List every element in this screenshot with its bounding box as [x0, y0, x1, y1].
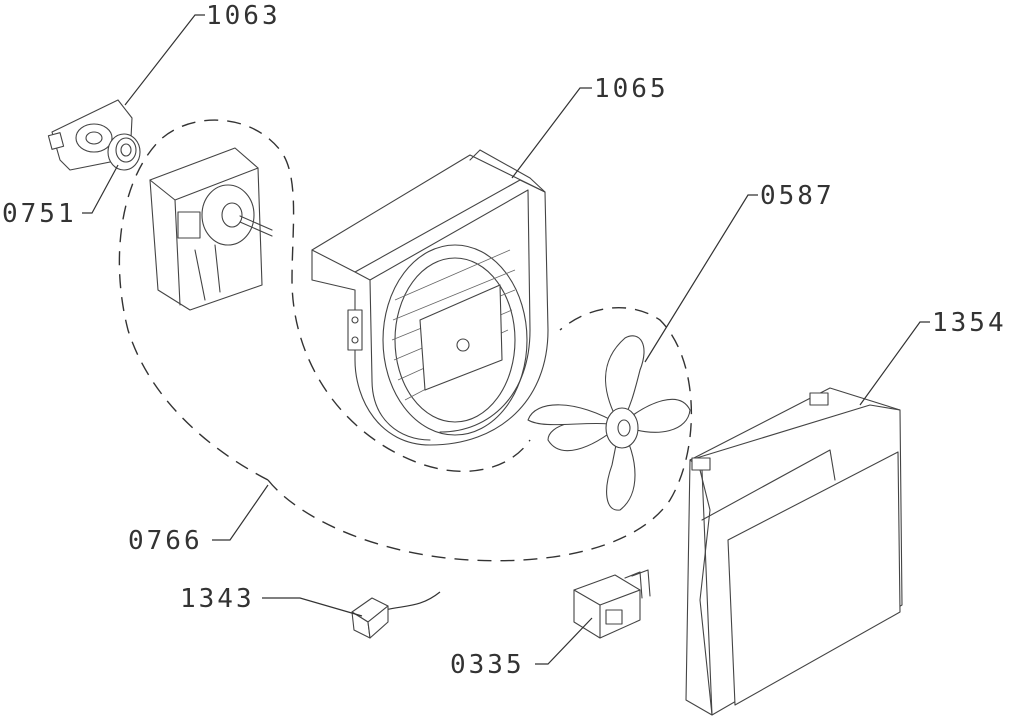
callout-0335: 0335	[450, 650, 525, 680]
connector-part	[351, 597, 389, 639]
switch-part	[573, 569, 651, 639]
leader-0751	[82, 164, 119, 214]
fan-blade-part	[527, 335, 691, 511]
callout-1065: 1065	[594, 74, 669, 104]
callout-0766: 0766	[128, 526, 203, 556]
callout-0751: 0751	[2, 199, 77, 229]
leader-1343	[262, 597, 363, 617]
callout-1354: 1354	[932, 308, 1007, 338]
callout-1343: 1343	[180, 584, 255, 614]
leader-0766	[212, 484, 269, 541]
grommet-part	[107, 133, 141, 171]
cover-panel-part	[685, 387, 903, 716]
leader-1065	[511, 87, 592, 179]
leader-1354	[859, 321, 930, 406]
leader-1063	[124, 14, 205, 106]
fan-housing-part	[311, 149, 549, 446]
callout-1063: 1063	[206, 1, 281, 31]
fan-motor-part	[149, 147, 273, 311]
wire-to-connector	[384, 591, 441, 611]
leader-0587	[644, 194, 758, 363]
callout-0587: 0587	[760, 181, 835, 211]
wiring-loop	[118, 119, 531, 481]
wiring-loop-lower	[267, 307, 693, 562]
leader-0335	[535, 617, 593, 665]
